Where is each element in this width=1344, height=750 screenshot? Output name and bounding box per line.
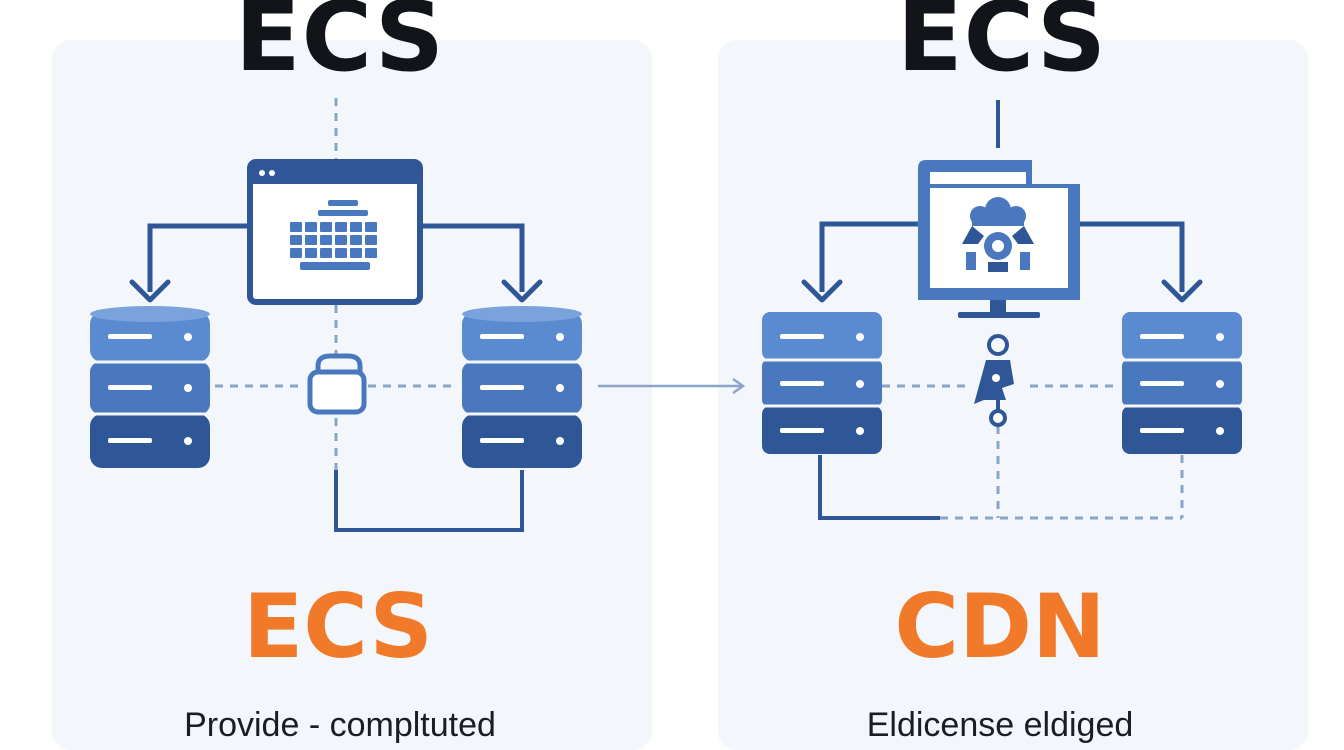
right-service-label: CDN <box>894 575 1106 678</box>
left-diagram <box>90 98 582 532</box>
arrow-right-icon <box>598 377 746 395</box>
left-title: ECS <box>235 0 445 93</box>
monitor-icon <box>918 160 1080 318</box>
left-caption: Provide - compltuted <box>184 706 496 744</box>
right-caption: Eldicense eldiged <box>866 706 1134 744</box>
key-icon <box>974 334 1014 427</box>
cloud-network-icon <box>962 197 1034 272</box>
right-title: ECS <box>897 0 1107 93</box>
right-diagram <box>762 100 1242 520</box>
server-stack-icon <box>1122 312 1242 454</box>
server-stack-icon <box>90 306 210 468</box>
browser-window-icon <box>247 159 423 305</box>
left-service-label: ECS <box>243 575 433 678</box>
server-stack-icon <box>462 306 582 468</box>
keyboard-icon <box>290 200 377 270</box>
lock-icon <box>307 353 367 415</box>
server-stack-icon <box>762 312 882 454</box>
